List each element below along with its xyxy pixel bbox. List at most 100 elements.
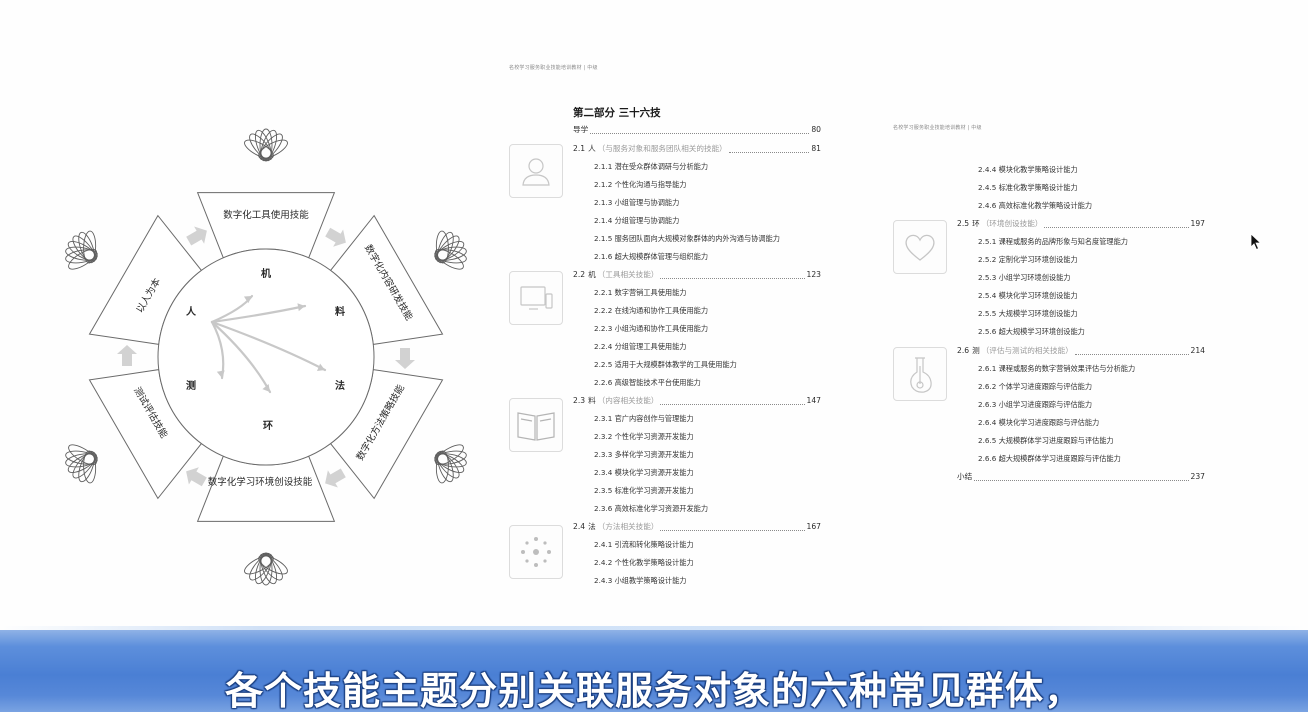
book-icon <box>517 412 555 441</box>
toc-item[interactable]: 2.4.5 标准化教学策略设计能力 <box>978 183 1078 192</box>
toc-item[interactable]: 2.3.2 个性化学习资源开发能力 <box>594 432 694 441</box>
toc-item[interactable]: 2.6.4 模块化学习进度跟踪与评估能力 <box>978 418 1100 427</box>
flower-ornament <box>244 128 288 162</box>
dot-leader <box>590 132 810 134</box>
toc-item[interactable]: 2.6.6 超大规模群体学习进度跟踪与评估能力 <box>978 454 1121 463</box>
center-ray-head <box>262 384 270 392</box>
toc-item[interactable]: 2.1.4 分组管理与协调能力 <box>594 216 680 225</box>
dot-leader <box>660 529 805 531</box>
center-char-ren: 人 <box>186 305 197 318</box>
toc-item[interactable]: 2.1.3 小组管理与协调能力 <box>594 198 680 207</box>
toc-item[interactable]: 2.2.3 小组沟通和协作工具使用能力 <box>594 324 709 333</box>
center-char-liao: 料 <box>335 305 345 318</box>
toc-item[interactable]: 2.2.5 适用于大规模群体教学的工具使用能力 <box>594 360 737 369</box>
center-char-ji: 机 <box>261 267 271 280</box>
section-subtitle: （评估与测试的相关技能） <box>981 346 1073 355</box>
toc-item[interactable]: 2.6.5 大规模群体学习进度跟踪与评估能力 <box>978 436 1114 445</box>
toc-item[interactable]: 2.5.5 大规模学习环境创设能力 <box>978 309 1078 318</box>
toc-item[interactable]: 2.4.6 高效标准化教学策略设计能力 <box>978 201 1093 210</box>
center-ray <box>210 320 272 394</box>
part-title: 第二部分 三十六技 <box>573 107 661 119</box>
toc-label: 导学 <box>573 125 589 134</box>
toc-page: 214 <box>1190 346 1206 355</box>
toc-item[interactable]: 2.6.1 课程或服务的数字营销效果评估与分析能力 <box>978 364 1136 373</box>
subtitle-banner <box>0 630 1308 712</box>
toc-page: 123 <box>806 270 822 279</box>
toc-section-2-2[interactable]: 2.2 机 （工具相关技能） 123 <box>573 269 821 281</box>
toc-item[interactable]: 2.3.5 标准化学习资源开发能力 <box>594 486 694 495</box>
toc-page: 167 <box>806 522 822 531</box>
toc-label: 小结 <box>957 472 973 481</box>
toc-page: 147 <box>806 396 822 405</box>
thermometer-flask-icon <box>910 357 932 393</box>
flow-arrow <box>395 348 415 369</box>
toc-item[interactable]: 2.1.5 服务团队面向大规模对象群体的内外沟通与协调能力 <box>594 234 780 243</box>
center-char-fa: 法 <box>335 379 345 392</box>
toc-section-2-3[interactable]: 2.3 料 （内容相关技能） 147 <box>573 395 821 407</box>
flower-ornament <box>65 230 98 270</box>
section-subtitle: （方法相关技能） <box>597 522 659 531</box>
video-subtitle: 各个技能主题分别关联服务对象的六种常见群体， <box>224 669 1083 712</box>
flower-ornament <box>65 444 98 484</box>
mouse-cursor-icon <box>1250 233 1262 251</box>
toc-page: 80 <box>811 125 821 134</box>
toc-item[interactable]: 2.3.6 高效标准化学习资源开发能力 <box>594 504 709 513</box>
toc-row-summary[interactable]: 小结 237 <box>957 471 1205 483</box>
toc-item[interactable]: 2.2.1 数字营销工具使用能力 <box>594 288 687 297</box>
flower-ornament <box>434 230 467 270</box>
center-ray-head <box>216 370 225 378</box>
dot-leader <box>728 151 810 153</box>
toc-section-2-1[interactable]: 2.1 人 （与服务对象和服务团队相关的技能） 81 <box>573 143 821 155</box>
toc-item[interactable]: 2.5.2 定制化学习环境创设能力 <box>978 255 1078 264</box>
toc-item[interactable]: 2.2.6 高级智能技术平台使用能力 <box>594 378 701 387</box>
toc-item[interactable]: 2.1.2 个性化沟通与指导能力 <box>594 180 687 189</box>
toc-section-2-4[interactable]: 2.4 法 （方法相关技能） 167 <box>573 521 821 533</box>
dot-leader <box>660 403 805 405</box>
toc-item[interactable]: 2.2.4 分组管理工具使用能力 <box>594 342 687 351</box>
toc-row-intro[interactable]: 导学 80 <box>573 124 821 136</box>
hexagon-skill-diagram: 机 料 法 环 测 人 数字化工具使用技能 数字化内容研发技能 数字化方法策略技… <box>65 128 467 586</box>
toc-item[interactable]: 2.2.2 在线沟通和协作工具使用能力 <box>594 306 709 315</box>
toc-item[interactable]: 2.4.2 个性化教学策略设计能力 <box>594 558 694 567</box>
section-num: 2.4 <box>573 522 586 531</box>
toc-section-2-5[interactable]: 2.5 环 （环境创设技能） 197 <box>957 218 1205 230</box>
toc-item[interactable]: 2.5.6 超大规模学习环境创设能力 <box>978 327 1085 336</box>
toc-item[interactable]: 2.3.1 官广内容创作与管理能力 <box>594 414 694 423</box>
ring-label-environment: 数字化学习环境创设技能 <box>208 476 313 488</box>
toc-section-2-6[interactable]: 2.6 测 （评估与测试的相关技能） 214 <box>957 345 1205 357</box>
toc-item[interactable]: 2.1.1 潜在受众群体调研与分析能力 <box>594 162 709 171</box>
center-ray-head <box>243 296 252 304</box>
toc-item[interactable]: 2.1.6 超大规模群体管理与组织能力 <box>594 252 709 261</box>
dots-circle-icon-box <box>509 525 563 579</box>
ring-segment-top <box>196 192 336 259</box>
toc-item[interactable]: 2.6.3 小组学习进度跟踪与评估能力 <box>978 400 1093 409</box>
flow-arrow <box>186 226 207 246</box>
section-subtitle: （工具相关技能） <box>597 270 659 279</box>
person-icon <box>522 158 550 186</box>
toc-item[interactable]: 2.4.3 小组教学策略设计能力 <box>594 576 687 585</box>
flow-arrow <box>186 467 207 487</box>
toc-item[interactable]: 2.4.1 引流和转化策略设计能力 <box>594 540 694 549</box>
dot-leader <box>660 277 805 279</box>
toc-item[interactable]: 2.5.3 小组学习环境创设能力 <box>978 273 1071 282</box>
toc-item[interactable]: 2.3.3 多样化学习资源开发能力 <box>594 450 694 459</box>
center-ray-head <box>316 363 325 371</box>
monitor-phone-icon <box>520 286 553 310</box>
toc-item[interactable]: 2.4.4 模块化教学策略设计能力 <box>978 165 1078 174</box>
toc-page: 197 <box>1190 219 1206 228</box>
toc-item[interactable]: 2.3.4 模块化学习资源开发能力 <box>594 468 694 477</box>
flask-icon-box <box>893 347 947 401</box>
dots-circle-icon <box>521 537 551 567</box>
toc-item[interactable]: 2.5.1 课程或服务的品牌形象与知名度管理能力 <box>978 237 1128 246</box>
heart-icon-box <box>893 220 947 274</box>
section-subtitle: （内容相关技能） <box>597 396 659 405</box>
center-char-ce: 测 <box>186 379 196 392</box>
section-subtitle: （与服务对象和服务团队相关的技能） <box>597 144 727 153</box>
dot-leader <box>1074 353 1189 355</box>
section-char: 测 <box>972 346 980 355</box>
toc-item[interactable]: 2.5.4 模块化学习环境创设能力 <box>978 291 1078 300</box>
monitor-icon-box <box>509 271 563 325</box>
toc-item[interactable]: 2.6.2 个体学习进度跟踪与评估能力 <box>978 382 1093 391</box>
section-num: 2.6 <box>957 346 970 355</box>
